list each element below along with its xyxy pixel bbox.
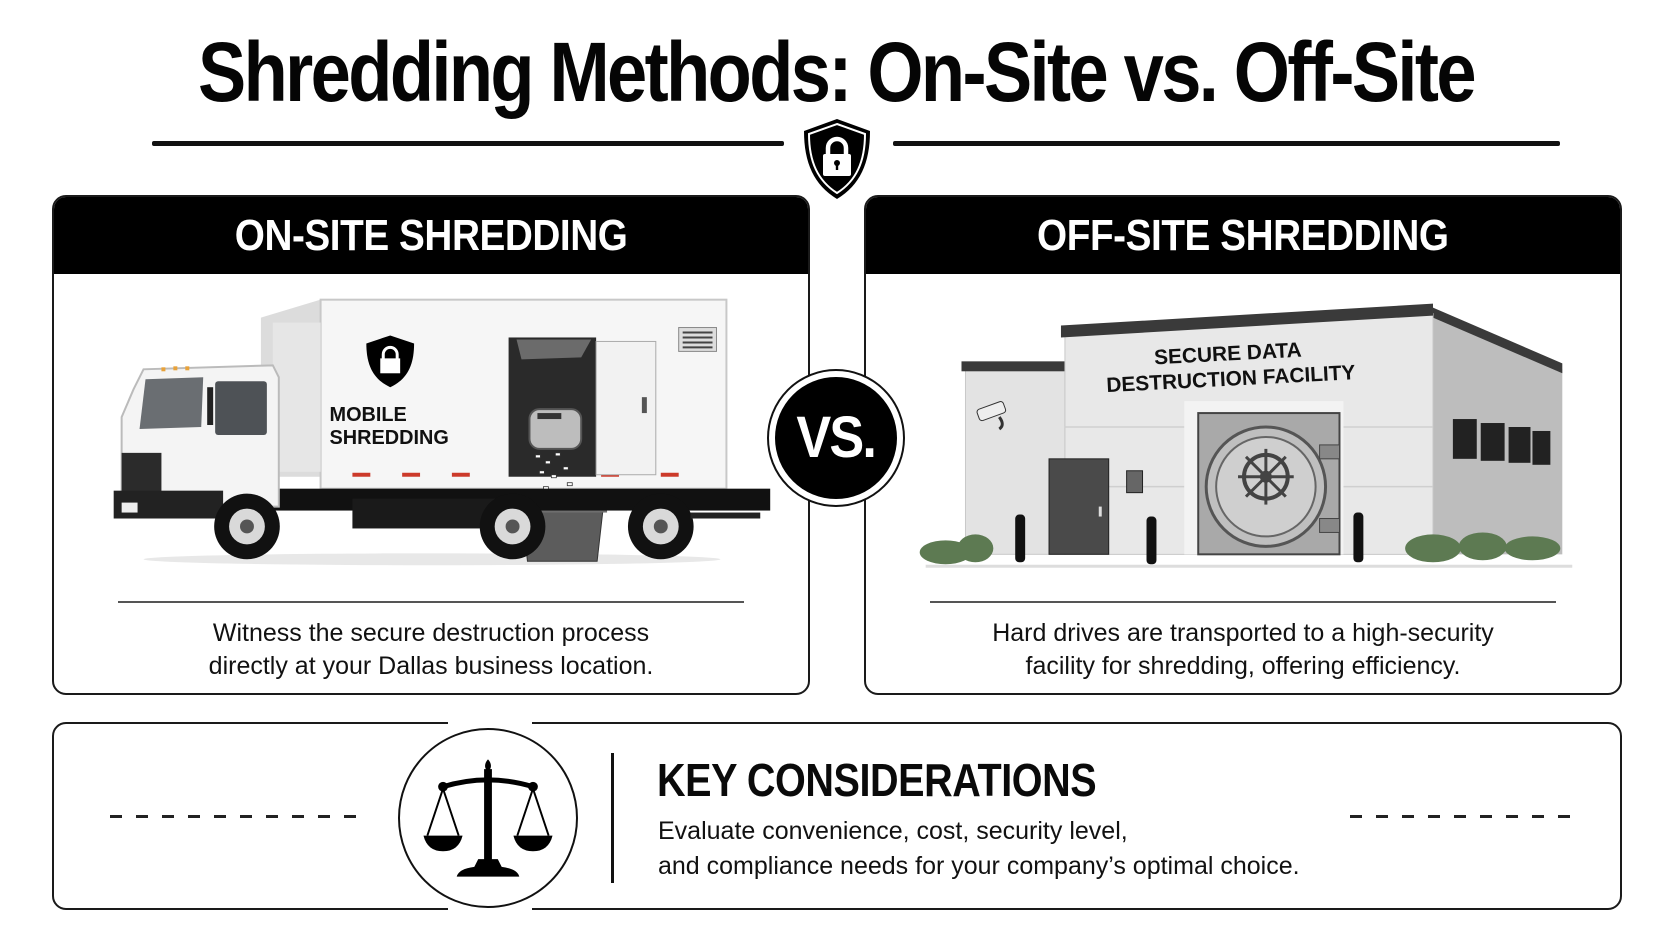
secure-facility-illustration: SECURE DATA DESTRUCTION FACILITY <box>919 303 1573 568</box>
card-description: Witness the secure destruction process d… <box>208 619 654 680</box>
svg-text:SHREDDING: SHREDDING <box>330 427 449 449</box>
mobile-shredding-truck-illustration: MOBILE SHREDDING <box>113 298 771 566</box>
key-considerations-title: KEY CONSIDERATIONS <box>657 754 1097 806</box>
scales-of-justice-icon <box>398 728 578 908</box>
panel-gap-top <box>448 720 532 726</box>
card-description: Hard drives are transported to a high-se… <box>992 619 1494 680</box>
panel-divider <box>611 753 614 883</box>
title-rule-left <box>152 141 784 146</box>
card-divider <box>118 601 744 603</box>
card-heading: OFF-SITE SHREDDING <box>866 197 1620 274</box>
svg-text:MOBILE: MOBILE <box>330 404 407 426</box>
dashed-line-right <box>1350 815 1572 818</box>
on-site-card: ON-SITE SHREDDING MOBILE SHREDD <box>52 195 810 695</box>
key-considerations-text: Evaluate convenience, cost, security lev… <box>658 817 1300 880</box>
off-site-card: OFF-SITE SHREDDING SECURE DATA DESTRUCTI… <box>864 195 1622 695</box>
shield-lock-icon <box>804 119 870 199</box>
card-heading: ON-SITE SHREDDING <box>54 197 808 274</box>
panel-gap-bottom <box>448 906 532 912</box>
page-title: Shredding Methods: On-Site vs. Off-Site <box>198 25 1477 119</box>
versus-badge: VS. <box>767 369 905 507</box>
dashed-line-left <box>110 815 360 818</box>
card-divider <box>930 601 1556 603</box>
title-rule-right <box>893 141 1560 146</box>
